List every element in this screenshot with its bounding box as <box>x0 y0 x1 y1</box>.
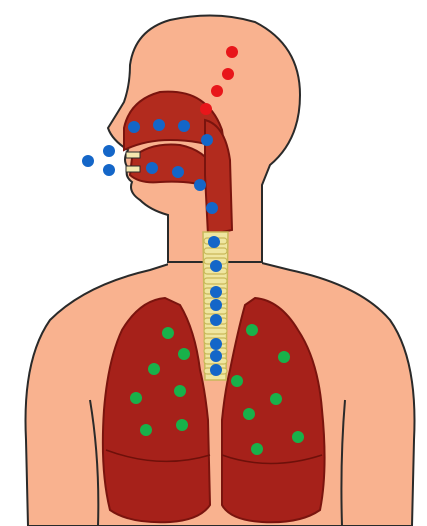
green-particle-dot <box>251 443 263 455</box>
green-particle-dot <box>278 351 290 363</box>
blue-particle-dot <box>103 145 115 157</box>
blue-particle-dot <box>210 260 222 272</box>
green-particle-dot <box>270 393 282 405</box>
blue-particle-dot <box>210 364 222 376</box>
teeth-lower <box>126 166 140 172</box>
blue-particle-dot <box>210 338 222 350</box>
red-particle-dot <box>211 85 223 97</box>
blue-particle-dot <box>153 119 165 131</box>
green-particle-dot <box>148 363 160 375</box>
blue-particle-dot <box>210 286 222 298</box>
green-particle-dot <box>246 324 258 336</box>
blue-particle-dot <box>194 179 206 191</box>
blue-particle-dot <box>128 121 140 133</box>
blue-particle-dot <box>103 164 115 176</box>
blue-particle-dot <box>210 314 222 326</box>
green-particle-dot <box>130 392 142 404</box>
blue-particle-dot <box>172 166 184 178</box>
blue-particle-dot <box>178 120 190 132</box>
blue-particle-dot <box>82 155 94 167</box>
blue-particle-dot <box>210 350 222 362</box>
blue-particle-dot <box>201 134 213 146</box>
trachea-ring <box>204 248 227 254</box>
green-particle-dot <box>243 408 255 420</box>
trachea-ring <box>204 278 227 284</box>
blue-particle-dot <box>146 162 158 174</box>
green-particle-dot <box>292 431 304 443</box>
blue-particle-dot <box>206 202 218 214</box>
trachea-ring <box>204 328 227 334</box>
green-particle-dot <box>174 385 186 397</box>
red-particle-dot <box>226 46 238 58</box>
green-particle-dot <box>176 419 188 431</box>
blue-particle-dot <box>210 299 222 311</box>
green-particle-dot <box>162 327 174 339</box>
teeth-upper <box>126 152 140 158</box>
blue-particle-dot <box>208 236 220 248</box>
green-particle-dot <box>231 375 243 387</box>
red-particle-dot <box>222 68 234 80</box>
green-particle-dot <box>178 348 190 360</box>
red-particle-dot <box>200 103 212 115</box>
green-particle-dot <box>140 424 152 436</box>
